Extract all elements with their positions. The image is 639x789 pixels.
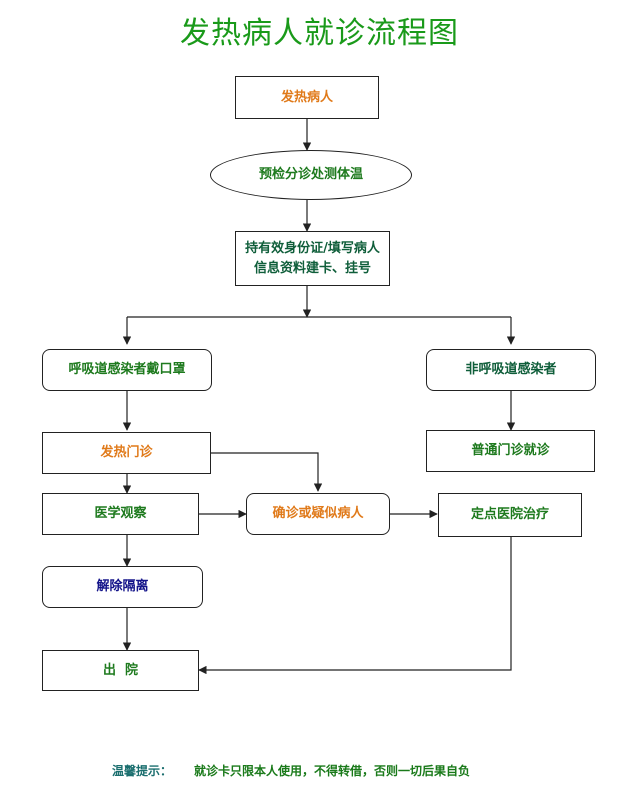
node-fever-clinic: 发热门诊 — [42, 432, 211, 474]
node-release: 解除隔离 — [42, 566, 203, 608]
node-observation: 医学观察 — [42, 493, 199, 535]
node-designated-hospital: 定点医院治疗 — [438, 493, 582, 537]
notice-label: 温馨提示： — [112, 764, 173, 778]
page-title: 发热病人就诊流程图 — [180, 16, 459, 51]
node-discharge: 出 院 — [42, 650, 199, 691]
node-general-clinic: 普通门诊就诊 — [426, 430, 595, 472]
node-fever-patient: 发热病人 — [235, 76, 379, 119]
node-register: 持有效身份证/填写病人信息资料建卡、挂号 — [235, 231, 390, 286]
node-precheck: 预检分诊处测体温 — [210, 150, 412, 200]
arrow-fever-clinic-to-confirmed — [211, 452, 323, 492]
node-respiratory: 呼吸道感染者戴口罩 — [42, 349, 212, 391]
arrow-hospital-to-discharge — [198, 537, 512, 675]
node-confirmed: 确诊或疑似病人 — [246, 493, 390, 535]
notice-text: 就诊卡只限本人使用，不得转借，否则一切后果自负 — [194, 764, 471, 778]
node-non-respiratory: 非呼吸道感染者 — [426, 349, 596, 391]
notice-bar: 温馨提示： 就诊卡只限本人使用，不得转借，否则一切后果自负 — [112, 762, 470, 779]
